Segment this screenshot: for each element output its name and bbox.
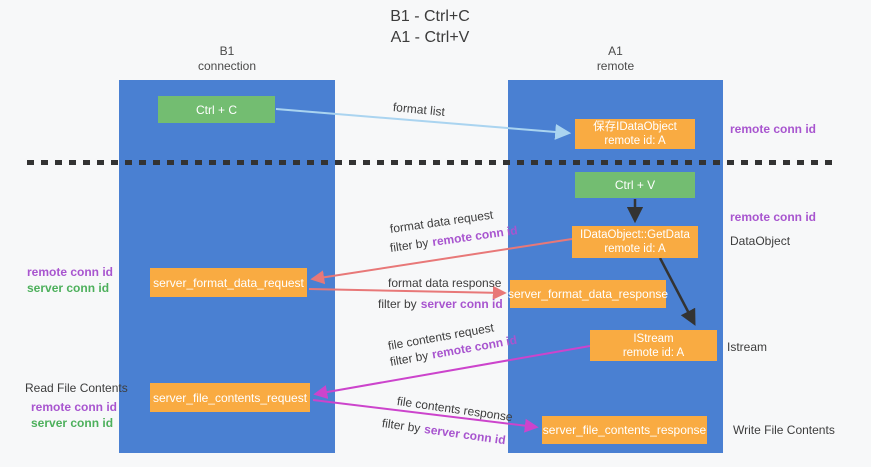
write-file-contents-label: Write File Contents xyxy=(733,423,835,437)
server-format-data-response-node: server_format_data_response xyxy=(507,280,669,308)
right-remote-conn-id-mid: remote conn id xyxy=(730,210,817,224)
server-format-data-request-node: server_format_data_request xyxy=(150,268,307,297)
server-file-contents-request-label: server_file_contents_request xyxy=(152,390,308,405)
istream-node: IStream remote id: A xyxy=(590,330,717,361)
left-conn-ids-top: remote conn id server conn id xyxy=(27,264,113,296)
server-file-contents-request-node: server_file_contents_request xyxy=(150,383,310,412)
getdata-line1: IDataObject::GetData xyxy=(580,229,690,241)
lane-header-a1: A1 remote xyxy=(508,44,723,74)
filter-server-conn-id: server conn id xyxy=(420,297,503,311)
ctrl-c-node: Ctrl + C xyxy=(158,96,275,123)
ctrl-v-label: Ctrl + V xyxy=(614,178,656,192)
lane-a1-name: A1 xyxy=(608,44,623,58)
server-format-data-response-label: server_format_data_response xyxy=(507,287,669,301)
istream-side-label: Istream xyxy=(727,340,768,354)
istream-line1: IStream xyxy=(633,332,674,345)
right-remote-conn-id-top: remote conn id xyxy=(730,122,817,136)
server-file-contents-response-node: server_file_contents_response xyxy=(542,416,707,444)
format-data-response-label: format data response xyxy=(388,276,502,290)
lane-header-b1: B1 connection xyxy=(119,44,335,74)
istream-line2: remote id: A xyxy=(622,346,685,359)
filter-by-text: filter by xyxy=(378,297,417,311)
dashed-divider xyxy=(27,160,834,165)
ctrl-v-node: Ctrl + V xyxy=(575,172,695,198)
filter-by-text: filter by xyxy=(381,416,422,436)
read-file-contents-label: Read File Contents xyxy=(25,381,128,395)
save-idataobject-line2: remote id: A xyxy=(604,135,666,147)
getdata-line2: remote id: A xyxy=(604,243,666,255)
server-file-contents-response-label: server_file_contents_response xyxy=(542,423,707,437)
diagram-title: B1 - Ctrl+C A1 - Ctrl+V xyxy=(280,6,580,48)
save-idataobject-line1: 保存IDataObject xyxy=(593,121,677,133)
left-server-conn-id-bottom: server conn id xyxy=(31,416,114,430)
left-server-conn-id-top: server conn id xyxy=(27,281,110,295)
left-remote-conn-id-top: remote conn id xyxy=(27,265,114,279)
left-remote-conn-id-bottom: remote conn id xyxy=(31,400,118,414)
dataobject-label: DataObject xyxy=(730,234,791,248)
save-idataobject-node: 保存IDataObject remote id: A xyxy=(575,119,695,149)
lane-b1-subtitle: connection xyxy=(197,59,257,73)
title-line-2: A1 - Ctrl+V xyxy=(390,29,470,46)
lane-a1-subtitle: remote xyxy=(596,59,635,73)
title-line-1: B1 - Ctrl+C xyxy=(390,8,470,25)
server-format-data-request-label: server_format_data_request xyxy=(153,275,304,290)
format-list-label: format list xyxy=(392,100,446,119)
left-conn-ids-bottom: remote conn id server conn id xyxy=(31,399,117,431)
lane-b1-name: B1 xyxy=(219,44,235,58)
filter-server-conn-id: server conn id xyxy=(423,422,507,448)
ctrl-c-label: Ctrl + C xyxy=(195,102,237,117)
idataobject-getdata-node: IDataObject::GetData remote id: A xyxy=(572,226,698,258)
filter-by-text: filter by xyxy=(389,235,430,255)
